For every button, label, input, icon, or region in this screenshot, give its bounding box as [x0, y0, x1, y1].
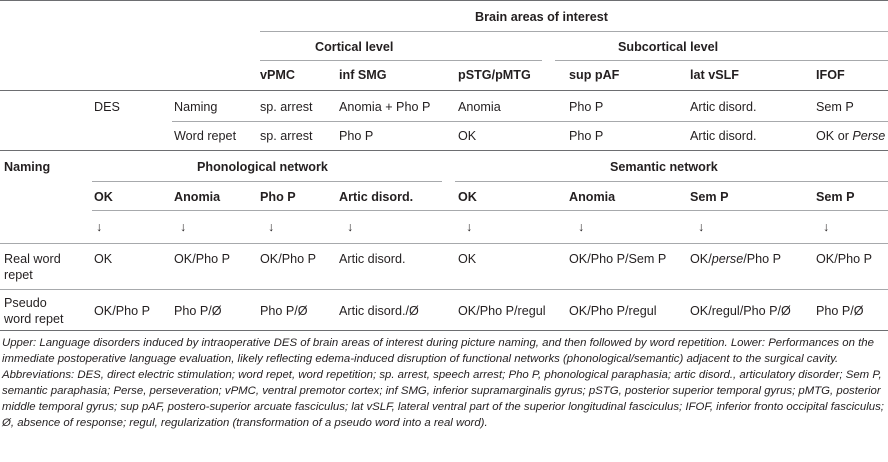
brain-areas-rule — [260, 31, 888, 32]
cell: OK or Perse — [816, 129, 885, 144]
cell-text: OK or — [816, 129, 849, 143]
naming-label: Naming — [4, 160, 51, 174]
upper-lower-separator — [0, 150, 888, 151]
cell-text: OK/ — [690, 252, 712, 266]
cell: OK — [458, 252, 477, 266]
cell: OK — [458, 129, 477, 143]
row-divider — [0, 289, 888, 290]
caption-upper-text: Language disorders induced by intraopera… — [36, 337, 731, 349]
head-anomia-sem: Anomia — [569, 190, 616, 204]
caption-upper-label: Upper: — [2, 337, 37, 349]
upper-header-bottom-rule — [0, 90, 888, 91]
arrow-icon: ↓ — [823, 220, 830, 234]
cell: OK/perse/Pho P — [690, 252, 781, 267]
task-word-repet: Word repet — [174, 129, 237, 143]
area-lat-vslf: lat vSLF — [690, 68, 739, 82]
cell: Pho P — [569, 129, 604, 143]
cell: OK/Pho P — [94, 304, 151, 318]
cell: Pho P/Ø — [816, 304, 864, 318]
table-caption: Upper: Language disorders induced by int… — [2, 335, 884, 432]
cell: Pho P — [569, 100, 604, 114]
table-bottom-rule — [0, 330, 888, 331]
cell: OK/Pho P — [174, 252, 231, 266]
stim-label: DES — [94, 100, 120, 114]
cell: Artic disord./Ø — [339, 304, 419, 318]
subcortical-level-header: Subcortical level — [618, 40, 719, 54]
real-word-label-2: repet — [4, 268, 33, 282]
row-divider — [172, 121, 888, 122]
pseudo-word-label-2: word repet — [4, 312, 64, 326]
area-sup-paf: sup pAF — [569, 68, 620, 82]
arrow-divider — [0, 243, 888, 244]
pseudo-word-label: Pseudo — [4, 296, 47, 310]
perse-italic: Perse — [852, 129, 886, 143]
cortical-level-header: Cortical level — [315, 40, 394, 54]
arrow-icon: ↓ — [268, 220, 275, 234]
area-ifof: IFOF — [816, 68, 845, 82]
subcortical-rule — [555, 60, 888, 61]
head-ok-sem: OK — [458, 190, 477, 204]
cell: sp. arrest — [260, 129, 313, 143]
arrow-icon: ↓ — [347, 220, 354, 234]
cell: Sem P — [816, 100, 854, 114]
area-pstg-pmtg: pSTG/pMTG — [458, 68, 531, 82]
arrow-icon: ↓ — [578, 220, 585, 234]
head-sem-p: Sem P — [690, 190, 729, 204]
head-pho-p: Pho P — [260, 190, 296, 204]
caption-lower-text: Performances on the immediate postoperat… — [2, 337, 884, 430]
cell: OK/Pho P — [260, 252, 317, 266]
arrow-icon: ↓ — [698, 220, 705, 234]
task-naming: Naming — [174, 100, 218, 114]
cell: Anomia — [458, 100, 501, 114]
cell: Artic disord. — [339, 252, 406, 266]
head-sem-p-2: Sem P — [816, 190, 855, 204]
table-top-rule — [0, 0, 888, 1]
real-word-label: Real word — [4, 252, 61, 266]
head-ok: OK — [94, 190, 113, 204]
cell: Pho P — [339, 129, 374, 143]
arrow-icon: ↓ — [96, 220, 103, 234]
phonological-network-header: Phonological network — [197, 160, 328, 174]
brain-areas-header: Brain areas of interest — [475, 10, 608, 24]
cell: sp. arrest — [260, 100, 313, 114]
area-inf-smg: inf SMG — [339, 68, 387, 82]
phon-rule — [92, 181, 442, 182]
sem-rule — [455, 181, 888, 182]
cell: Artic disord. — [690, 100, 757, 114]
head-divider — [92, 210, 888, 211]
head-artic: Artic disord. — [339, 190, 414, 204]
cell: OK/regul/Pho P/Ø — [690, 304, 791, 318]
arrow-icon: ↓ — [466, 220, 473, 234]
head-anomia: Anomia — [174, 190, 221, 204]
arrow-icon: ↓ — [180, 220, 187, 234]
area-vpmc: vPMC — [260, 68, 295, 82]
cell: Anomia + Pho P — [339, 100, 431, 114]
cell: OK/Pho P/Sem P — [569, 252, 667, 266]
cell-text: /Pho P — [743, 252, 782, 266]
cell: Artic disord. — [690, 129, 757, 143]
cell: OK — [94, 252, 113, 266]
caption-lower-label: Lower: — [730, 337, 766, 349]
cell: OK/Pho P/regul — [569, 304, 657, 318]
cell: Pho P/Ø — [260, 304, 308, 318]
cell: OK/Pho P/regul — [458, 304, 546, 318]
cell: Pho P/Ø — [174, 304, 222, 318]
cortical-rule — [260, 60, 542, 61]
semantic-network-header: Semantic network — [610, 160, 718, 174]
cell: OK/Pho P — [816, 252, 873, 266]
perse-italic: perse — [711, 252, 744, 266]
